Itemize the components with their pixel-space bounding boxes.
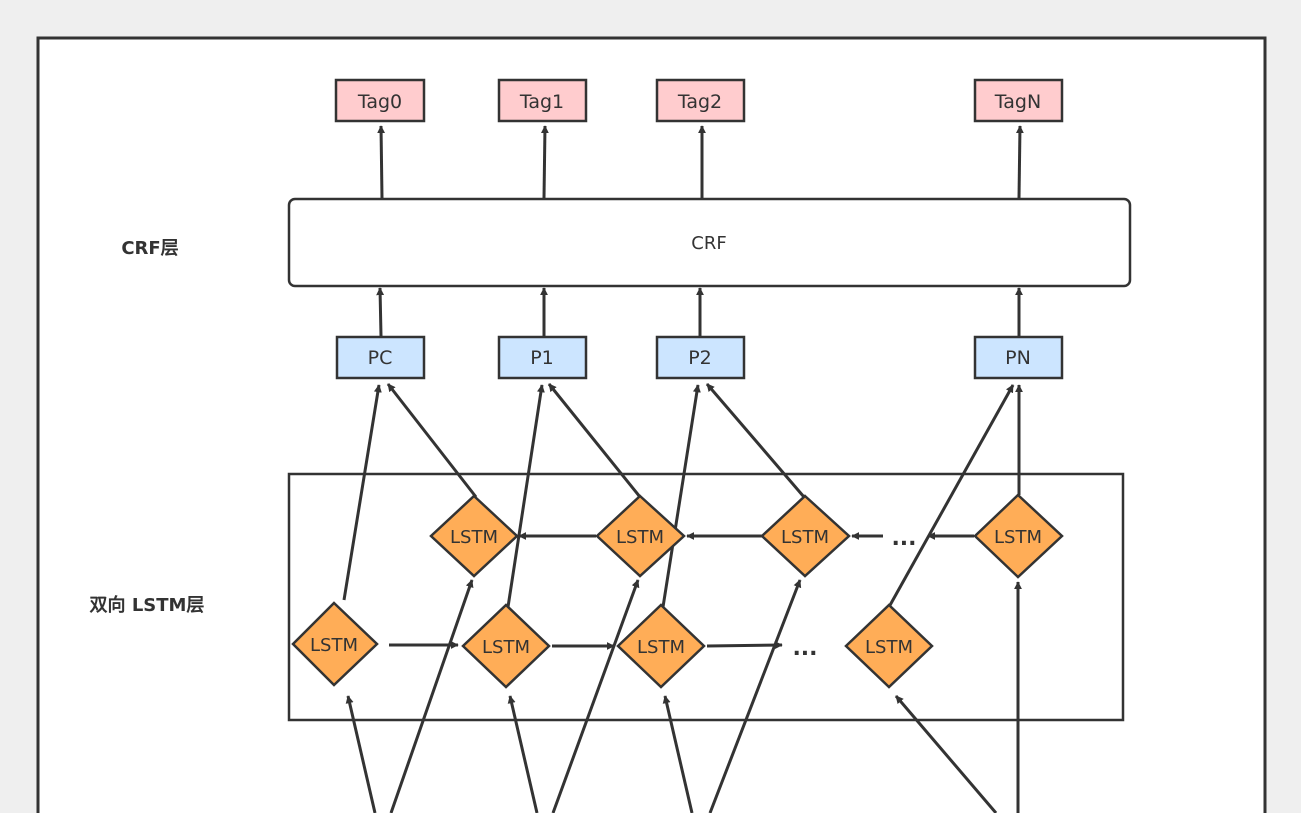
arrow <box>506 384 545 608</box>
arrow <box>551 579 640 813</box>
tag-label: Tag2 <box>677 91 722 113</box>
lstm-label: LSTM <box>994 527 1042 548</box>
lstm-node: LSTM <box>461 603 551 689</box>
tag-label: Tag1 <box>519 91 564 113</box>
lstm-node: LSTM <box>844 603 934 689</box>
tag-box: TagN <box>973 78 1064 123</box>
p-to-crf-arrows <box>376 287 1023 337</box>
tag-box: Tag1 <box>497 78 588 123</box>
lstm-label: LSTM <box>616 527 664 548</box>
lstm-node: LSTM <box>429 494 519 578</box>
lstm-label: LSTM <box>310 635 358 656</box>
lstm-label: LSTM <box>637 637 685 658</box>
arrow <box>342 384 382 601</box>
arrow <box>389 579 474 813</box>
arrow <box>894 695 998 813</box>
tag-row: Tag0 Tag1 Tag2 TagN <box>334 78 1064 123</box>
crf-layer-label: CRF层 <box>121 238 178 259</box>
lstm-node: LSTM <box>760 494 851 578</box>
input-arrows <box>345 579 1022 813</box>
ellipsis-backward: ... <box>891 526 916 551</box>
ellipsis-forward: ... <box>792 636 817 661</box>
lstm-forward-row: LSTM LSTM LSTM LSTM <box>291 601 934 689</box>
arrow <box>705 383 806 498</box>
lstm-node: LSTM <box>973 493 1064 579</box>
arrow <box>708 579 802 813</box>
arrow <box>662 695 694 813</box>
arrow <box>706 641 783 650</box>
arrow <box>661 384 701 608</box>
tag-box: Tag2 <box>655 78 746 123</box>
p-label: PC <box>368 347 393 369</box>
lstm-node: LSTM <box>616 603 706 689</box>
arrow <box>507 695 539 813</box>
bilstm-container <box>287 472 1125 722</box>
crf-box-label: CRF <box>691 233 726 254</box>
p-box: P1 <box>497 335 588 380</box>
p-box: PN <box>973 335 1064 380</box>
p-row: PC P1 P2 PN <box>335 335 1064 380</box>
crf-to-tag-arrows <box>377 125 1024 199</box>
arrow <box>376 287 385 337</box>
arrow <box>540 125 549 199</box>
lstm-node: LSTM <box>291 601 379 687</box>
arrow <box>547 383 642 498</box>
p-box: P2 <box>655 335 746 380</box>
arrow <box>1015 125 1024 199</box>
arrow <box>386 383 478 498</box>
arrow <box>377 125 386 199</box>
p-label: PN <box>1005 347 1031 369</box>
tag-label: Tag0 <box>357 91 402 113</box>
lstm-to-p-arrows <box>342 383 1023 608</box>
bilstm-layer-label: 双向 LSTM层 <box>90 594 205 616</box>
arrow <box>345 695 377 813</box>
lstm-label: LSTM <box>781 527 829 548</box>
lstm-label: LSTM <box>450 527 498 548</box>
lstm-label: LSTM <box>865 637 913 658</box>
lstm-backward-row: LSTM LSTM LSTM LSTM <box>429 493 1064 579</box>
p-box: PC <box>335 335 426 380</box>
p-label: P2 <box>688 347 712 369</box>
crf-box: CRF <box>287 197 1132 288</box>
lstm-label: LSTM <box>482 637 530 658</box>
arrow <box>887 384 1015 608</box>
tag-label: TagN <box>994 91 1041 113</box>
p-label: P1 <box>530 347 554 369</box>
tag-box: Tag0 <box>334 78 426 123</box>
lstm-node: LSTM <box>595 494 686 578</box>
forward-chain-arrows <box>389 641 783 650</box>
